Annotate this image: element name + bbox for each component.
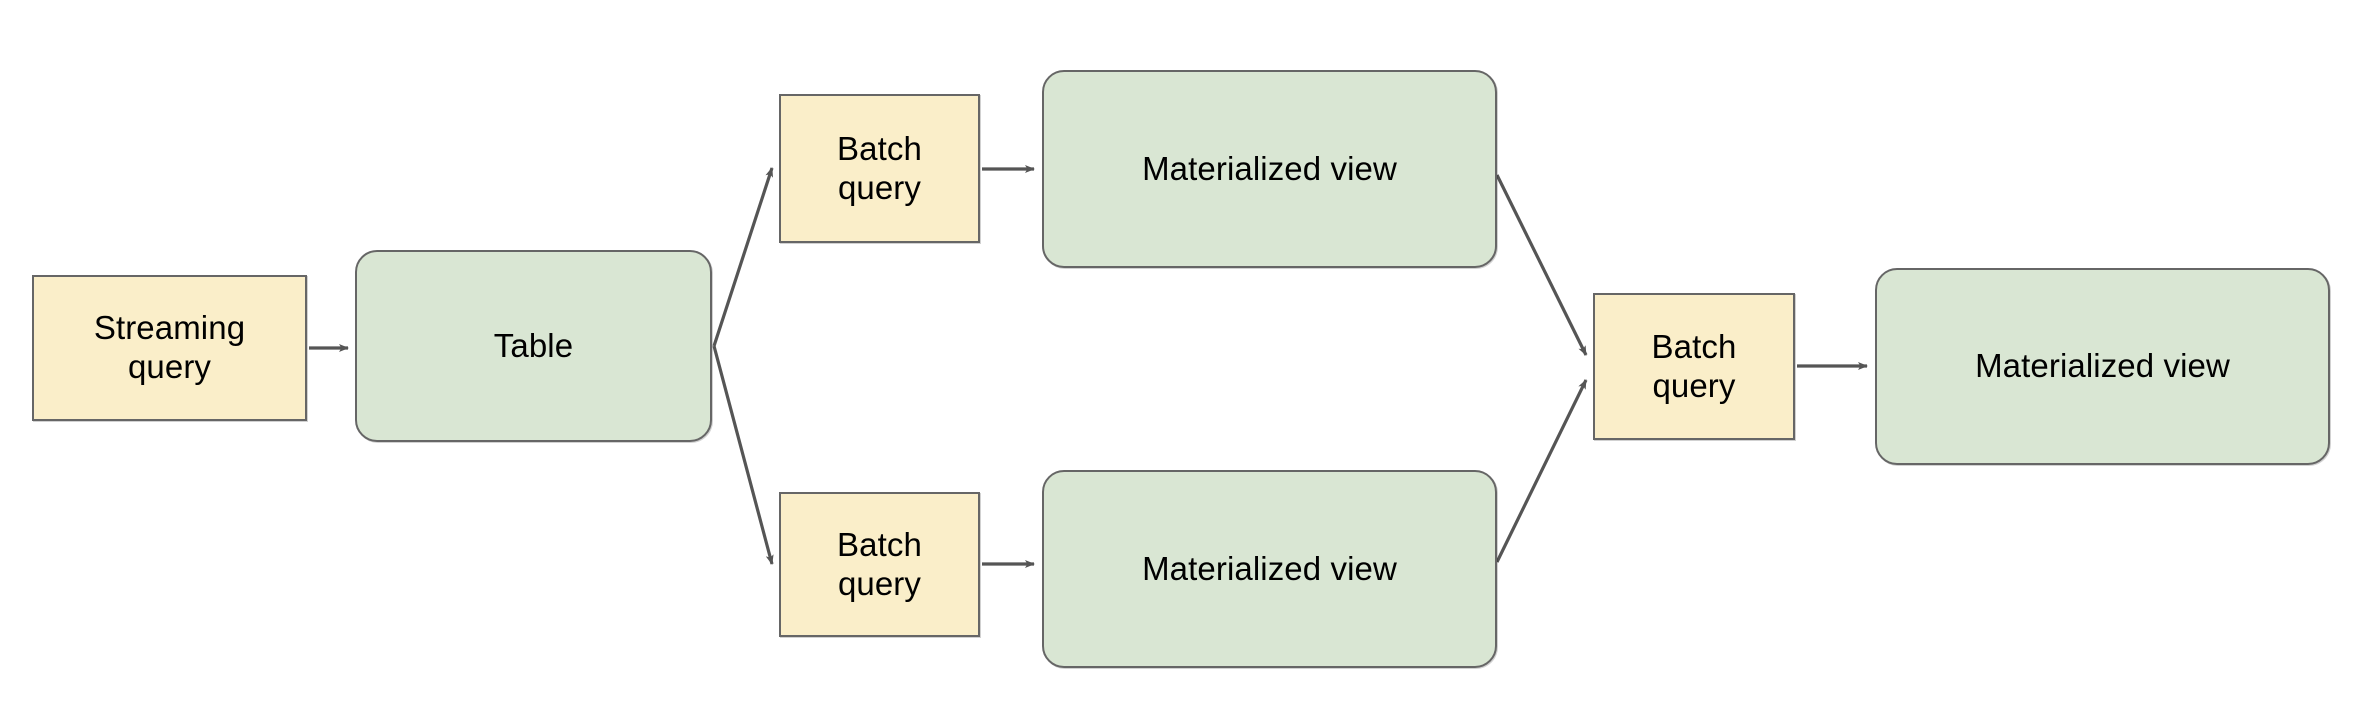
node-materialized-view-top[interactable]: Materialized view (1042, 70, 1497, 268)
node-streaming-query[interactable]: Streaming query (32, 275, 307, 421)
node-batch-query-bottom-label: Batch query (837, 525, 922, 602)
node-materialized-view-final[interactable]: Materialized view (1875, 268, 2330, 465)
node-materialized-view-bottom-label: Materialized view (1142, 549, 1397, 587)
node-batch-query-center-label: Batch query (1651, 327, 1737, 404)
edge-table-to-batch-top (712, 167, 774, 347)
node-batch-query-top[interactable]: Batch query (779, 94, 980, 243)
edge-table-to-batch-bottom (712, 345, 774, 565)
edge-mv-top-to-batch-center (1495, 174, 1588, 356)
node-table[interactable]: Table (355, 250, 712, 442)
node-batch-query-bottom[interactable]: Batch query (779, 492, 980, 637)
node-batch-query-center[interactable]: Batch query (1593, 293, 1795, 440)
node-streaming-query-label: Streaming query (93, 309, 246, 385)
node-materialized-view-bottom[interactable]: Materialized view (1042, 470, 1497, 668)
node-materialized-view-final-label: Materialized view (1975, 347, 2230, 385)
node-materialized-view-top-label: Materialized view (1142, 149, 1397, 187)
node-batch-query-top-label: Batch query (837, 129, 922, 206)
node-table-label: Table (493, 326, 574, 364)
edge-mv-bottom-to-batch-center (1495, 379, 1588, 563)
